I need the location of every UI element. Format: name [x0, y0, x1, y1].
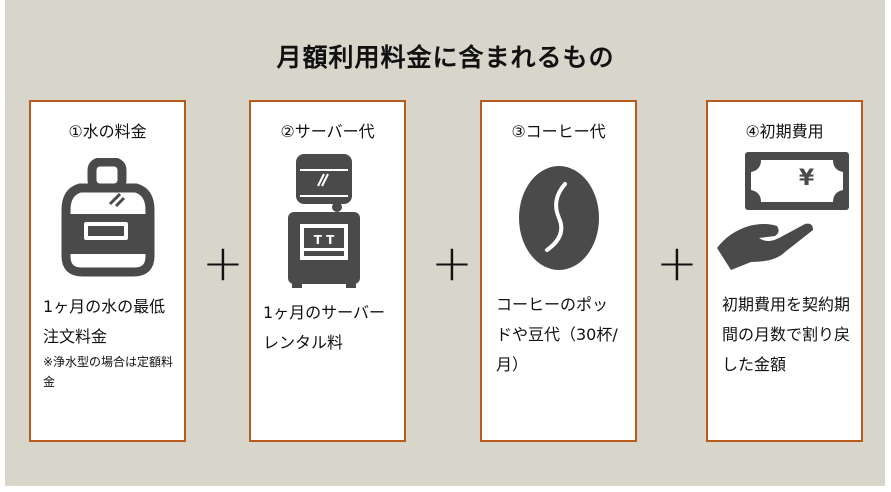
- item-coffee-fee: ③コーヒー代 コーヒーのポッドや豆代（30杯/月）: [480, 100, 637, 442]
- item-description: 1ヶ月のサーバーレンタル料: [263, 303, 386, 352]
- yen-sign: ¥: [798, 166, 815, 191]
- item-description: 1ヶ月の水の最低注文料金: [43, 297, 166, 346]
- item-description: コーヒーのポッドや豆代（30杯/月）: [496, 295, 618, 374]
- plus-sign: +: [431, 234, 473, 292]
- coffee-bean-icon: [482, 164, 635, 276]
- svg-text:T T: T T: [313, 233, 334, 247]
- water-bottle-icon: [31, 157, 184, 282]
- money-hand-icon: ¥: [708, 152, 861, 272]
- item-water-fee: ①水の料金 1ヶ月の水の最低注文料金 ※浄水型の場合は定額料金: [29, 100, 186, 442]
- item-server-fee: ②サーバー代 T T 1ヶ月のサーバーレンタル料: [249, 100, 406, 442]
- item-heading: ③コーヒー代: [511, 122, 606, 141]
- item-heading: ①水の料金: [68, 122, 147, 141]
- page-title: 月額利用料金に含まれるもの: [276, 43, 615, 72]
- plus-sign: +: [656, 234, 698, 292]
- item-heading: ④初期費用: [745, 122, 824, 141]
- item-initial-cost: ④初期費用 ¥ 初期費用を契約期間の月数で割り戻した金額: [706, 100, 863, 442]
- item-description: 初期費用を契約期間の月数で割り戻した金額: [722, 295, 851, 374]
- item-heading: ②サーバー代: [280, 122, 375, 141]
- water-server-icon: T T: [251, 150, 404, 294]
- plus-sign: +: [202, 234, 244, 292]
- item-note: ※浄水型の場合は定額料金: [43, 355, 174, 389]
